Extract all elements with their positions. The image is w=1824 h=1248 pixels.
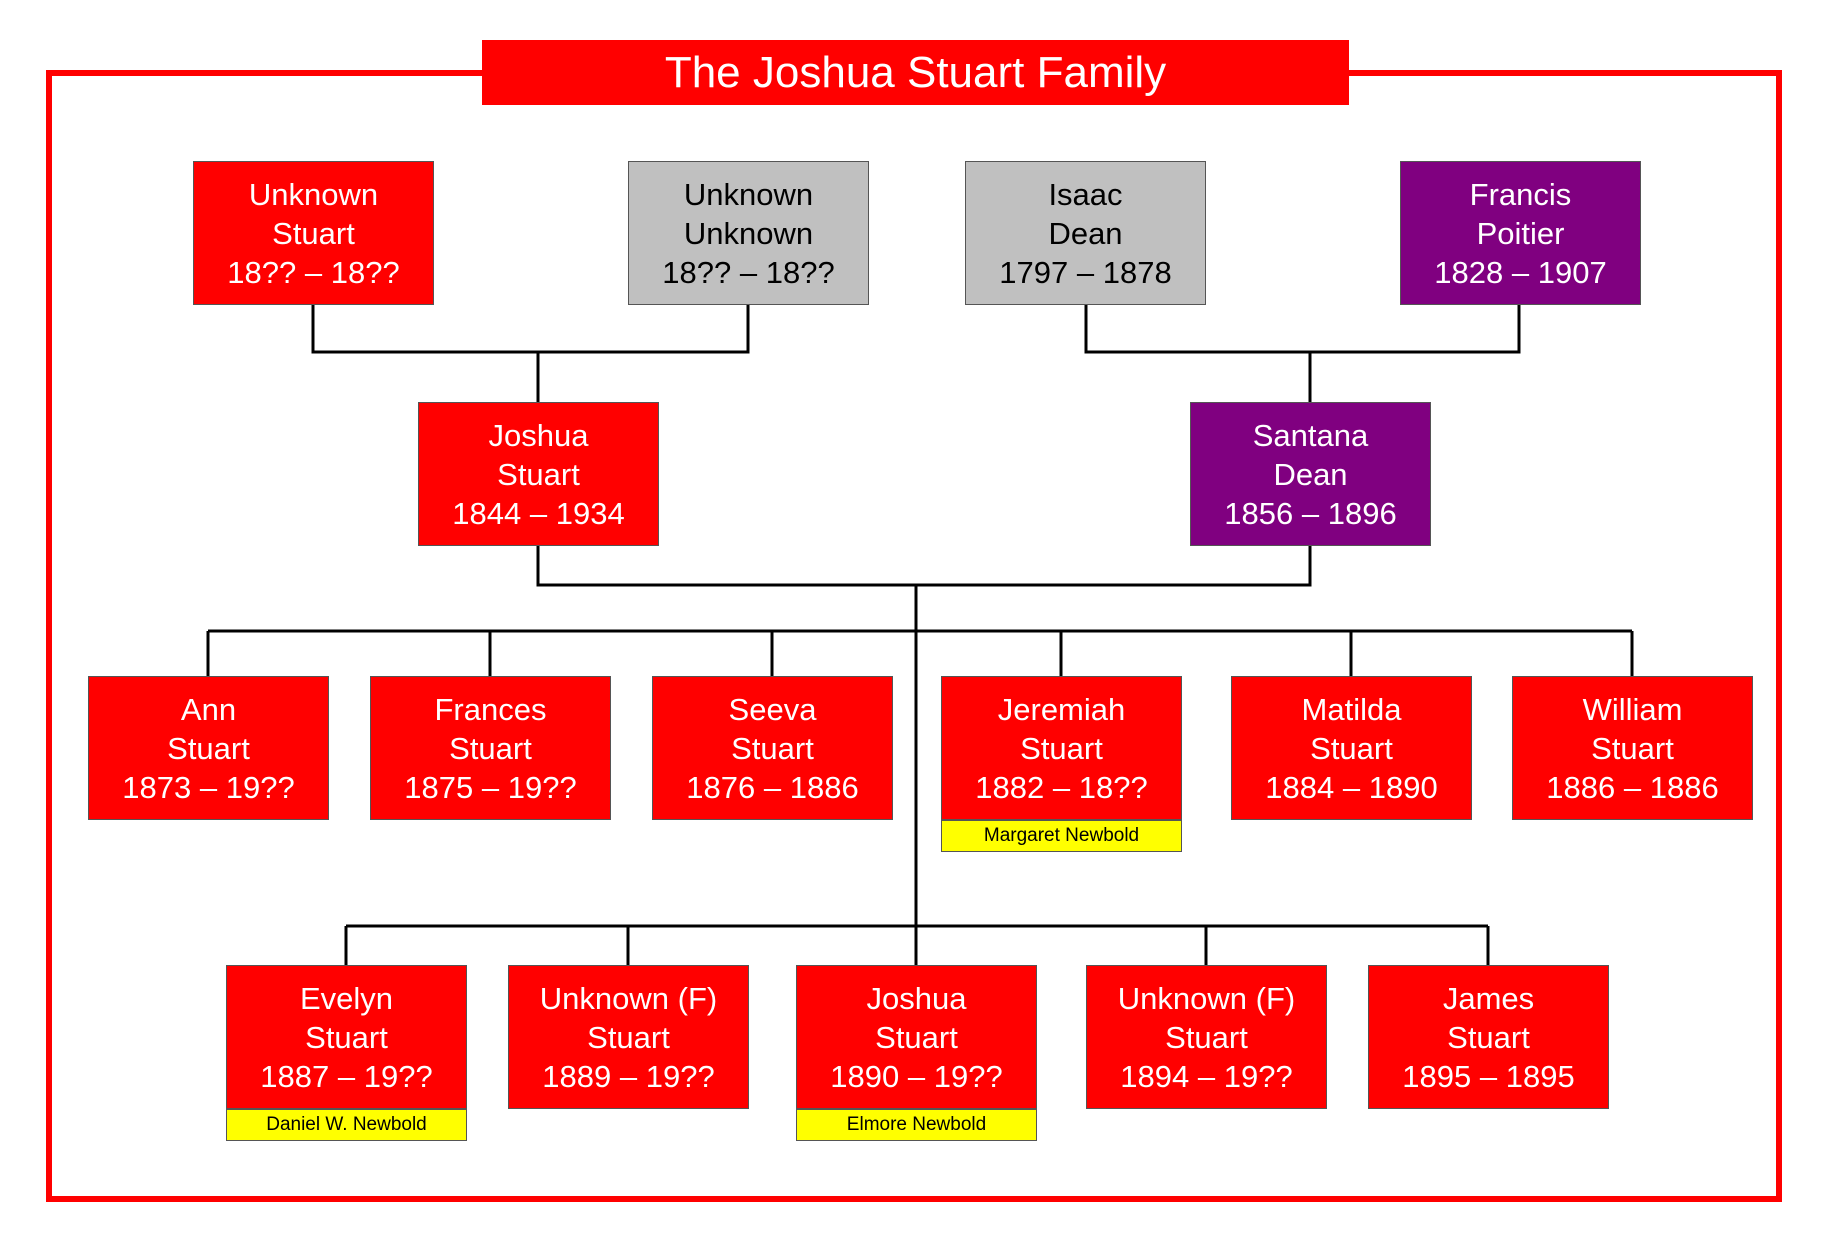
- spouse-label: Elmore Newbold: [796, 1109, 1037, 1141]
- person-years: 1890 – 19??: [830, 1058, 1003, 1094]
- person-last: Dean: [1273, 456, 1348, 492]
- person-last: Unknown: [683, 215, 814, 251]
- person-years: 18?? – 18??: [662, 254, 835, 290]
- person-last: Stuart: [1591, 730, 1674, 766]
- person-first: Evelyn: [299, 980, 394, 1016]
- person-years: 1886 – 1886: [1546, 769, 1719, 805]
- person-years: 1844 – 1934: [452, 495, 625, 531]
- page-title: The Joshua Stuart Family: [482, 40, 1349, 105]
- person-years: 18?? – 18??: [227, 254, 400, 290]
- person-last: Stuart: [449, 730, 532, 766]
- person-first: Francis: [1469, 176, 1572, 212]
- person-last: Stuart: [272, 215, 355, 251]
- person-first: William: [1582, 691, 1683, 727]
- person-first: Jeremiah: [997, 691, 1126, 727]
- connector-row1: [206, 629, 1634, 676]
- person-first: Unknown: [683, 176, 814, 212]
- person-first: Frances: [434, 691, 547, 727]
- connector-couple: [536, 546, 1312, 587]
- connector-stuart-parents: [311, 305, 750, 402]
- person-first: Matilda: [1301, 691, 1402, 727]
- person-years: 1856 – 1896: [1224, 495, 1397, 531]
- spouse-label: Margaret Newbold: [941, 820, 1182, 852]
- person-first: Joshua: [488, 417, 589, 453]
- connector-dean-parents: [1084, 305, 1521, 402]
- person-last: Stuart: [1165, 1019, 1248, 1055]
- person-years: 1876 – 1886: [686, 769, 859, 805]
- person-years: 1875 – 19??: [404, 769, 577, 805]
- connector-row2: [344, 924, 1490, 965]
- person-first: Unknown: [248, 176, 379, 212]
- person-years: 1887 – 19??: [260, 1058, 433, 1094]
- person-first: Ann: [180, 691, 237, 727]
- person-last: Stuart: [1310, 730, 1393, 766]
- person-years: 1889 – 19??: [542, 1058, 715, 1094]
- person-years: 1882 – 18??: [975, 769, 1148, 805]
- person-last: Stuart: [731, 730, 814, 766]
- person-last: Stuart: [1020, 730, 1103, 766]
- person-last: Stuart: [497, 456, 580, 492]
- person-years: 1895 – 1895: [1402, 1058, 1575, 1094]
- person-years: 1894 – 19??: [1120, 1058, 1293, 1094]
- person-first: Isaac: [1048, 176, 1123, 212]
- person-last: Stuart: [875, 1019, 958, 1055]
- person-first: Joshua: [866, 980, 967, 1016]
- person-first: Seeva: [728, 691, 817, 727]
- person-first: Unknown (F): [1117, 980, 1296, 1016]
- person-years: 1884 – 1890: [1265, 769, 1438, 805]
- person-first: Santana: [1252, 417, 1369, 453]
- spouse-label: Daniel W. Newbold: [226, 1109, 467, 1141]
- person-last: Dean: [1048, 215, 1123, 251]
- person-last: Stuart: [305, 1019, 388, 1055]
- person-last: Poitier: [1476, 215, 1565, 251]
- person-last: Stuart: [167, 730, 250, 766]
- person-years: 1873 – 19??: [122, 769, 295, 805]
- person-first: Unknown (F): [539, 980, 718, 1016]
- person-years: 1797 – 1878: [999, 254, 1172, 290]
- person-last: Stuart: [1447, 1019, 1530, 1055]
- person-first: James: [1442, 980, 1535, 1016]
- person-last: Stuart: [587, 1019, 670, 1055]
- person-years: 1828 – 1907: [1434, 254, 1607, 290]
